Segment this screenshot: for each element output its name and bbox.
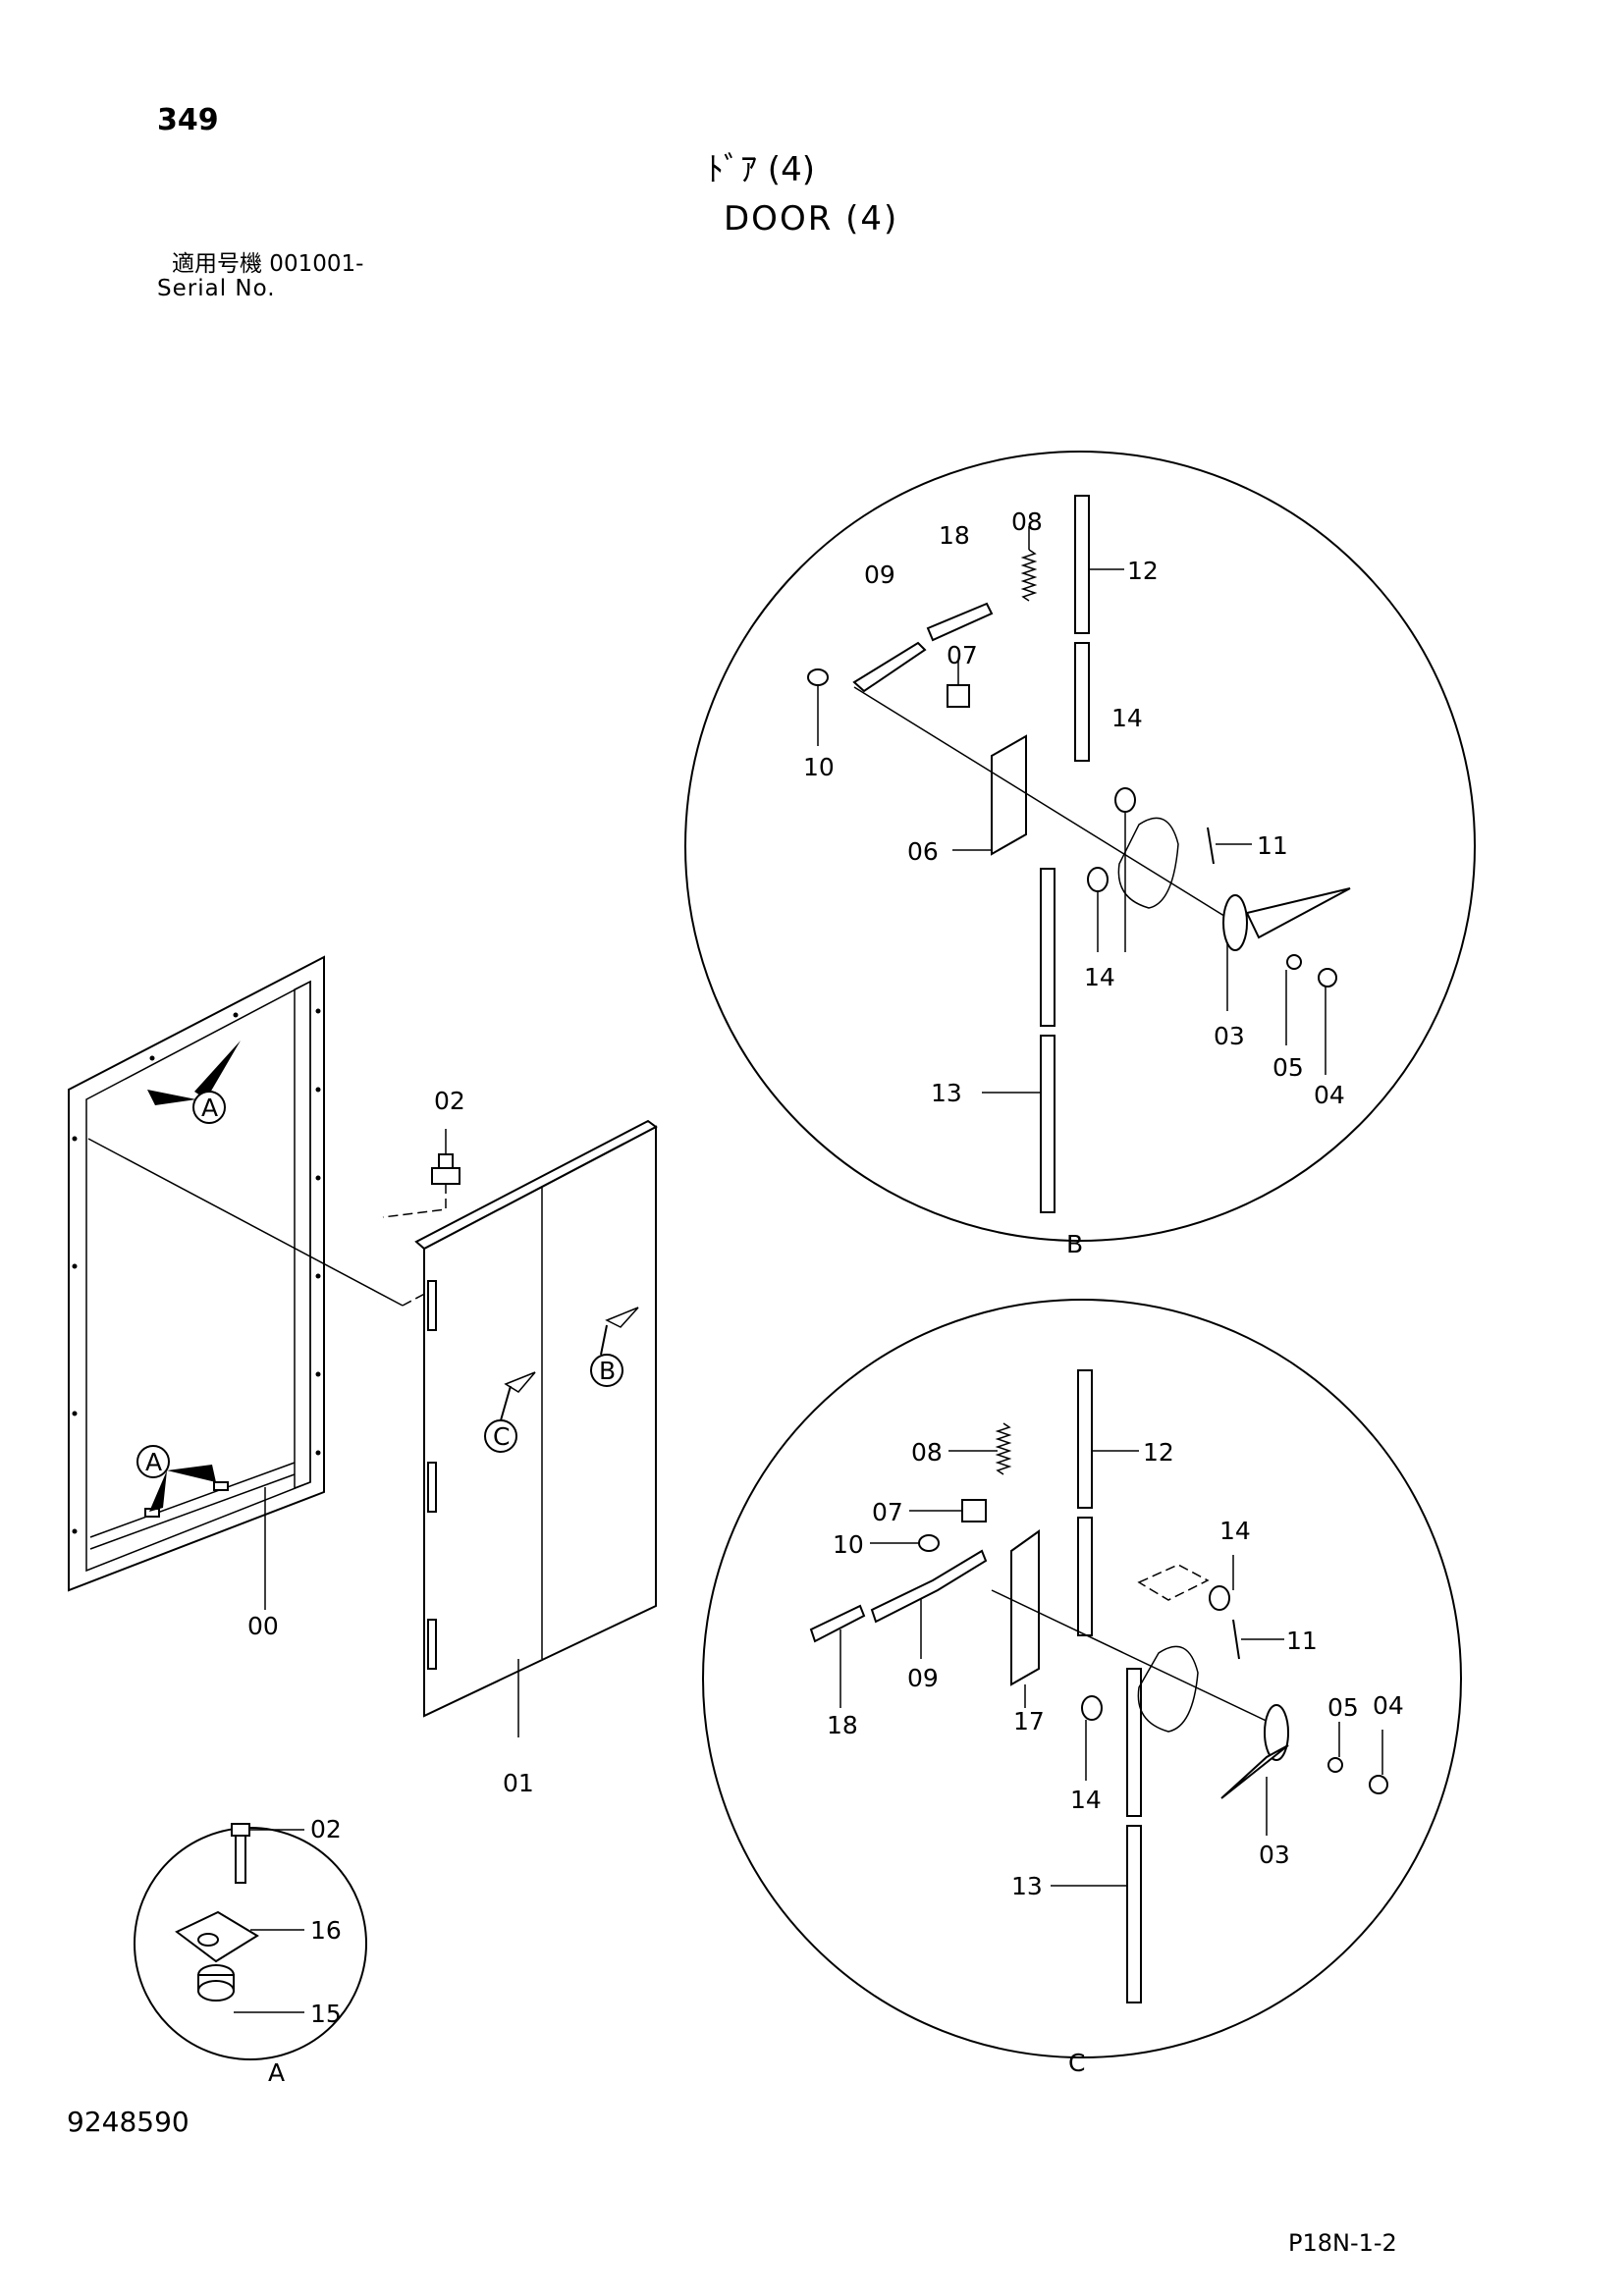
part-label-16: 16 xyxy=(310,1916,342,1945)
part-label-01: 01 xyxy=(503,1769,534,1797)
detail-view-c: 08 12 07 10 14 11 05 04 09 18 17 14 03 1… xyxy=(702,1299,1462,2077)
detail-c-label-12: 12 xyxy=(1143,1438,1174,1467)
detail-b-label-08: 08 xyxy=(1011,507,1043,536)
bolt-02-main xyxy=(382,1129,460,1218)
drawing-number: 9248590 xyxy=(67,2106,189,2138)
detail-b-label-11: 11 xyxy=(1257,831,1288,860)
detail-c-label: C xyxy=(1068,2049,1085,2077)
page-number: 349 xyxy=(157,103,219,137)
callout-c-label: C xyxy=(493,1422,510,1451)
detail-c-label-18: 18 xyxy=(827,1711,858,1739)
callout-a-bottom: A xyxy=(136,1445,216,1512)
detail-c-label-14b: 14 xyxy=(1070,1786,1102,1814)
detail-b-label-06: 06 xyxy=(907,837,939,866)
detail-b-label-05: 05 xyxy=(1272,1053,1304,1082)
door-frame xyxy=(68,955,325,1610)
callout-b-label: B xyxy=(599,1357,616,1385)
detail-a-label: A xyxy=(268,2058,285,2087)
detail-b-label-10: 10 xyxy=(803,753,835,781)
detail-b-label-04: 04 xyxy=(1314,1081,1345,1109)
part-label-00: 00 xyxy=(247,1612,279,1640)
callout-c: C xyxy=(484,1385,517,1453)
detail-c-label-13: 13 xyxy=(1011,1872,1043,1900)
callout-a-bottom-label: A xyxy=(145,1448,162,1476)
door-panel xyxy=(414,1119,658,1737)
detail-c-label-10: 10 xyxy=(833,1530,864,1559)
callout-a-top-label: A xyxy=(201,1094,218,1122)
callout-a-top: A xyxy=(147,1041,241,1124)
detail-b-label-03: 03 xyxy=(1214,1022,1245,1050)
title-japanese: ﾄﾞｱ (4) xyxy=(707,150,815,189)
detail-c-label-08: 08 xyxy=(911,1438,943,1467)
detail-c-label-07: 07 xyxy=(872,1498,903,1526)
detail-c-label-09: 09 xyxy=(907,1664,939,1692)
detail-b-label-07: 07 xyxy=(947,641,978,669)
part-label-02-main: 02 xyxy=(434,1087,465,1115)
part-label-15: 15 xyxy=(310,2000,342,2028)
detail-c-label-14a: 14 xyxy=(1219,1517,1251,1545)
detail-b-label-18: 18 xyxy=(939,521,970,550)
detail-view-b: 09 18 08 12 07 10 14 06 11 14 03 05 04 1… xyxy=(684,451,1476,1258)
detail-b-label-12: 12 xyxy=(1127,557,1159,585)
detail-view-a: 02 16 15 A xyxy=(134,1815,367,2087)
title-english: DOOR (4) xyxy=(724,199,899,239)
detail-c-label-11: 11 xyxy=(1286,1627,1318,1655)
serial-label-english: Serial No. xyxy=(157,276,276,301)
detail-b-label-14a: 14 xyxy=(1111,704,1143,732)
detail-b-label-09: 09 xyxy=(864,561,895,589)
page-code: P18N-1-2 xyxy=(1288,2229,1397,2257)
detail-c-label-03: 03 xyxy=(1259,1841,1290,1869)
detail-c-label-05: 05 xyxy=(1327,1693,1359,1722)
detail-c-label-17: 17 xyxy=(1013,1707,1045,1735)
detail-b-label: B xyxy=(1066,1230,1083,1258)
detail-c-label-04: 04 xyxy=(1373,1691,1404,1720)
detail-b-label-14b: 14 xyxy=(1084,963,1115,991)
serial-label-japanese: 適用号機 001001- xyxy=(172,251,364,277)
callout-b: B xyxy=(590,1324,623,1387)
part-label-02-detail-a: 02 xyxy=(310,1815,342,1843)
detail-b-label-13: 13 xyxy=(931,1079,962,1107)
